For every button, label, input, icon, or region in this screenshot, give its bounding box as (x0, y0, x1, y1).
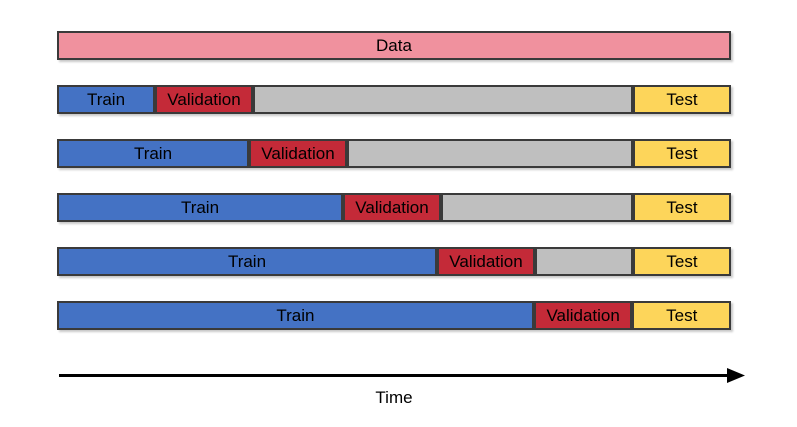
validation-segment: Validation (437, 247, 535, 276)
train-label: Train (86, 90, 126, 109)
test-segment: Test (633, 193, 731, 222)
validation-label: Validation (261, 144, 335, 163)
test-segment: Test (632, 301, 732, 330)
split-row-1: Train Validation Test (57, 85, 731, 114)
validation-segment: Validation (343, 193, 441, 222)
validation-label: Validation (167, 90, 241, 109)
split-row-2: Train Validation Test (57, 139, 731, 168)
split-row-3: Train Validation Test (57, 193, 731, 222)
time-axis-label: Time (375, 388, 413, 407)
train-label: Train (227, 252, 267, 271)
train-label: Train (276, 306, 315, 325)
test-segment: Test (633, 247, 731, 276)
validation-segment: Validation (533, 301, 633, 330)
train-segment: Train (57, 193, 343, 222)
split-row-5: Train Validation Test (57, 301, 732, 330)
test-label: Test (666, 144, 698, 163)
split-row-4: Train Validation Test (57, 247, 731, 276)
test-label: Test (666, 90, 698, 109)
unused-segment (347, 139, 633, 168)
test-segment: Test (633, 139, 731, 168)
data-bar: Data (57, 31, 731, 60)
train-label: Train (180, 198, 220, 217)
train-segment: Train (57, 247, 437, 276)
validation-label: Validation (449, 252, 523, 271)
time-axis (57, 366, 747, 385)
test-label: Test (666, 198, 698, 217)
train-label: Train (133, 144, 173, 163)
bars-area: Data Train Validation Test Train Validat… (57, 31, 732, 355)
train-segment: Train (57, 301, 534, 330)
time-arrow-icon (59, 368, 745, 383)
test-segment: Test (633, 85, 731, 114)
validation-segment: Validation (155, 85, 253, 114)
data-segment: Data (57, 31, 731, 60)
unused-segment (535, 247, 633, 276)
test-label: Test (666, 252, 698, 271)
validation-segment: Validation (249, 139, 347, 168)
test-label: Test (666, 306, 698, 325)
train-segment: Train (57, 85, 155, 114)
train-segment: Train (57, 139, 249, 168)
validation-label: Validation (546, 306, 620, 325)
unused-segment (441, 193, 633, 222)
data-label: Data (376, 36, 412, 55)
validation-label: Validation (355, 198, 429, 217)
unused-segment (253, 85, 633, 114)
